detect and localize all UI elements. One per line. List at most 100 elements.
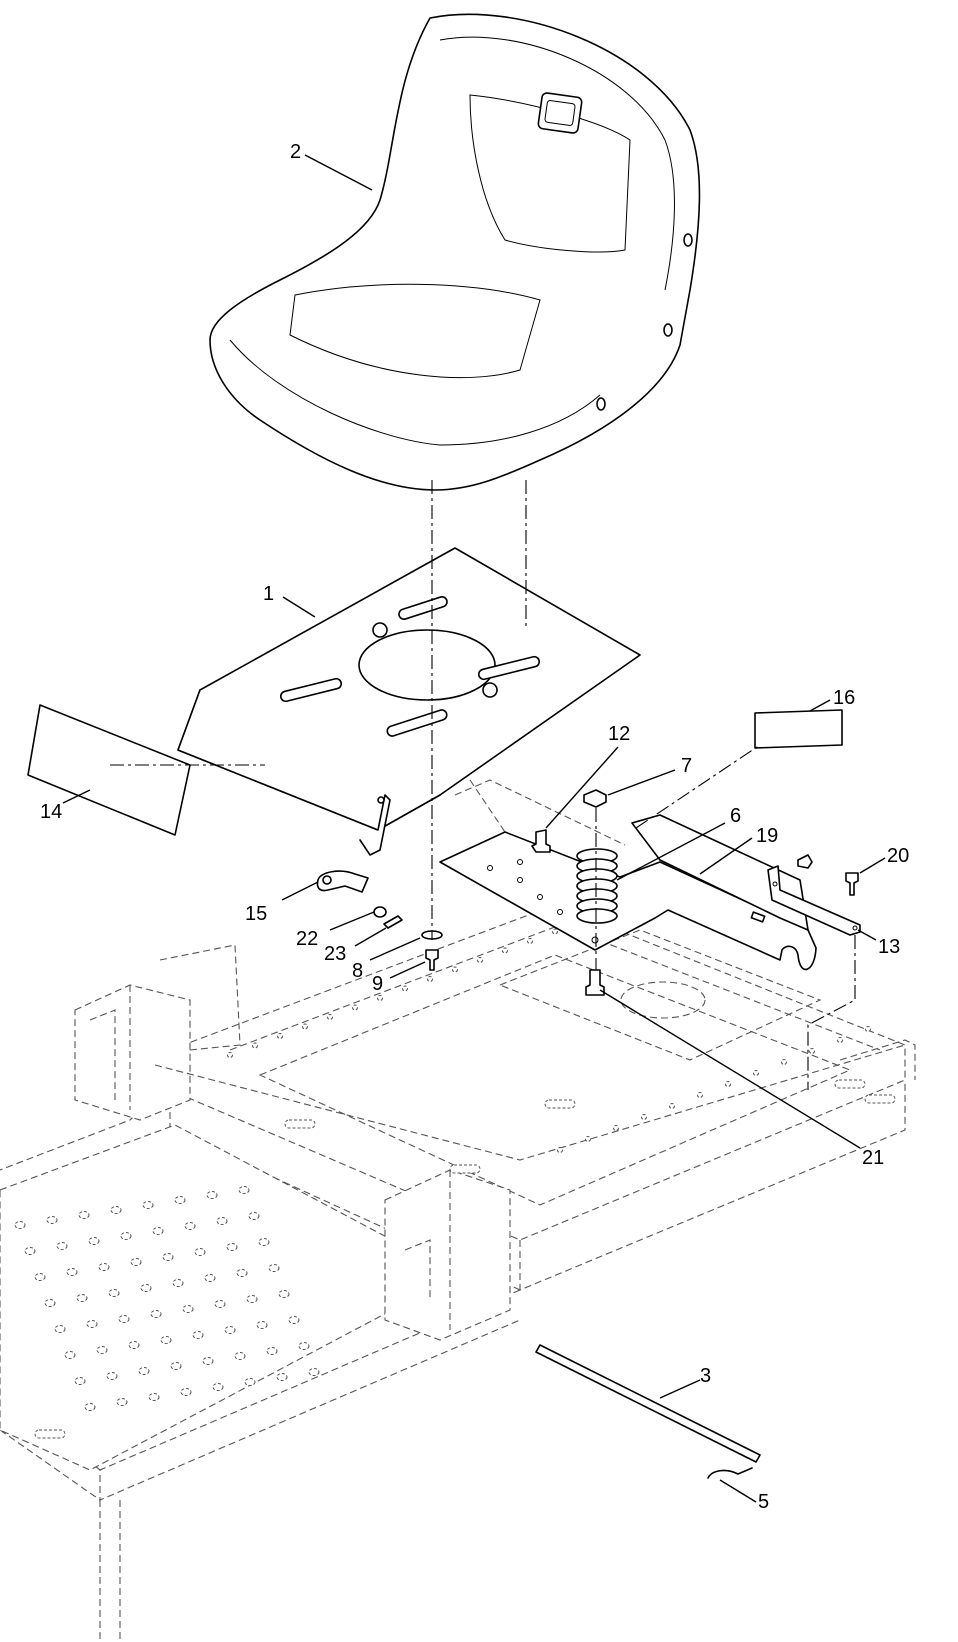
bolt-19-head — [797, 854, 813, 869]
callout-19: 19 — [699, 825, 778, 875]
callout-3: 3 — [659, 1365, 711, 1399]
foot-plate-hole — [110, 1206, 122, 1214]
frame-hole — [527, 938, 533, 944]
callout-23: 23 — [324, 927, 387, 965]
callout-19-label: 19 — [756, 825, 778, 847]
foot-plate-hole — [56, 1242, 68, 1250]
foot-plate-hole — [184, 1222, 196, 1230]
callout-8-label: 8 — [352, 960, 363, 982]
foot-plate-hole — [268, 1264, 280, 1272]
foot-plate-hole — [204, 1274, 216, 1282]
foot-plate-hole — [118, 1315, 130, 1323]
callout-13: 13 — [857, 929, 900, 958]
foot-plate-hole — [64, 1351, 76, 1359]
callout-2: 2 — [290, 141, 373, 191]
foot-plate-hole — [66, 1268, 78, 1276]
foot-plate-hole — [170, 1362, 182, 1370]
frame-hole — [641, 1114, 647, 1120]
foot-plate-hole — [74, 1377, 86, 1385]
frame-hole — [227, 1052, 233, 1058]
foot-plate-hole — [206, 1191, 218, 1199]
foot-plate-hole — [214, 1300, 226, 1308]
callout-7-label: 7 — [681, 755, 692, 777]
foot-plate-hole — [152, 1227, 164, 1235]
foot-plate-hole — [226, 1243, 238, 1251]
foot-plate-hole — [44, 1299, 56, 1307]
foot-plate-hole — [96, 1346, 108, 1354]
callout-16: 16 — [809, 687, 855, 712]
foot-plate-hole — [130, 1258, 142, 1266]
callout-1: 1 — [263, 583, 316, 618]
foot-plate-hole — [202, 1357, 214, 1365]
decal-14 — [27, 704, 191, 836]
callout-3-label: 3 — [700, 1365, 711, 1387]
foot-plate-hole — [248, 1212, 260, 1220]
callout-6: 6 — [616, 805, 741, 881]
callout-14: 14 — [40, 789, 91, 823]
nut-7 — [583, 789, 607, 808]
frame-hole — [552, 928, 558, 935]
foot-plate-hole — [216, 1217, 228, 1225]
frame-hole — [753, 1070, 759, 1076]
foot-plate-hole — [174, 1196, 186, 1204]
foot-plate-hole — [224, 1326, 236, 1334]
foot-plate-hole — [86, 1320, 98, 1328]
callout-20-label: 20 — [887, 845, 909, 867]
foot-plate-hole — [78, 1211, 90, 1219]
foot-plate-hole — [238, 1186, 250, 1194]
foot-plate-hole — [46, 1216, 58, 1224]
foot-plate-hole — [288, 1316, 300, 1324]
washer-22 — [373, 906, 387, 918]
callout-5-label: 5 — [758, 1491, 769, 1513]
frame-hole — [613, 1125, 619, 1131]
foot-plate-hole — [266, 1347, 278, 1355]
chassis-frame — [0, 904, 916, 1640]
foot-plate-hole — [24, 1247, 36, 1255]
foot-plate-hole — [308, 1368, 320, 1376]
callout-8: 8 — [352, 937, 421, 982]
frame-hole — [502, 947, 508, 954]
seat — [209, 13, 701, 491]
foot-plate-hole — [160, 1336, 172, 1344]
cotter-pin-23 — [383, 915, 403, 929]
foot-plate-hole — [246, 1295, 258, 1303]
callout-20: 20 — [859, 845, 909, 874]
frame-hole — [277, 1033, 283, 1039]
callout-13-label: 13 — [878, 936, 900, 958]
foot-plate-hole — [84, 1403, 96, 1411]
callouts: 1 2 3 5 6 7 8 9 12 13 14 15 16 19 20 21 … — [40, 141, 909, 1513]
foot-plate-hole — [150, 1310, 162, 1318]
seat-mount-plate — [439, 779, 817, 971]
foot-plate-hole — [138, 1367, 150, 1375]
foot-plate-hole — [108, 1289, 120, 1297]
callout-9: 9 — [372, 961, 426, 995]
foot-plate-hole — [140, 1284, 152, 1292]
frame-hole — [327, 1014, 333, 1020]
frame-hole — [427, 976, 433, 982]
foot-plate-hole — [162, 1253, 174, 1261]
callout-16-label: 16 — [833, 687, 855, 709]
callout-14-label: 14 — [40, 801, 62, 823]
foot-plate-hole — [120, 1232, 132, 1240]
callout-12-label: 12 — [608, 723, 630, 745]
seat-pan — [177, 547, 641, 856]
callout-1-label: 1 — [263, 583, 274, 605]
foot-plate-hole — [76, 1294, 88, 1302]
frame-hole — [557, 1147, 563, 1153]
callout-15-label: 15 — [245, 903, 267, 925]
frame-hole — [837, 1037, 843, 1043]
callout-2-label: 2 — [290, 141, 301, 163]
callout-15: 15 — [245, 881, 319, 925]
rod-3 — [535, 1344, 761, 1463]
callout-22-label: 22 — [296, 928, 318, 950]
frame-hole — [781, 1059, 787, 1065]
foot-plate-hole — [234, 1352, 246, 1360]
foot-plate-hole — [258, 1238, 270, 1246]
foot-plate-hole — [236, 1269, 248, 1277]
frame-hole — [377, 995, 383, 1001]
foot-plate-hole — [192, 1331, 204, 1339]
foot-plate-hole — [88, 1237, 100, 1245]
frame-holes — [227, 928, 871, 1153]
foot-plate-hole — [142, 1201, 154, 1209]
